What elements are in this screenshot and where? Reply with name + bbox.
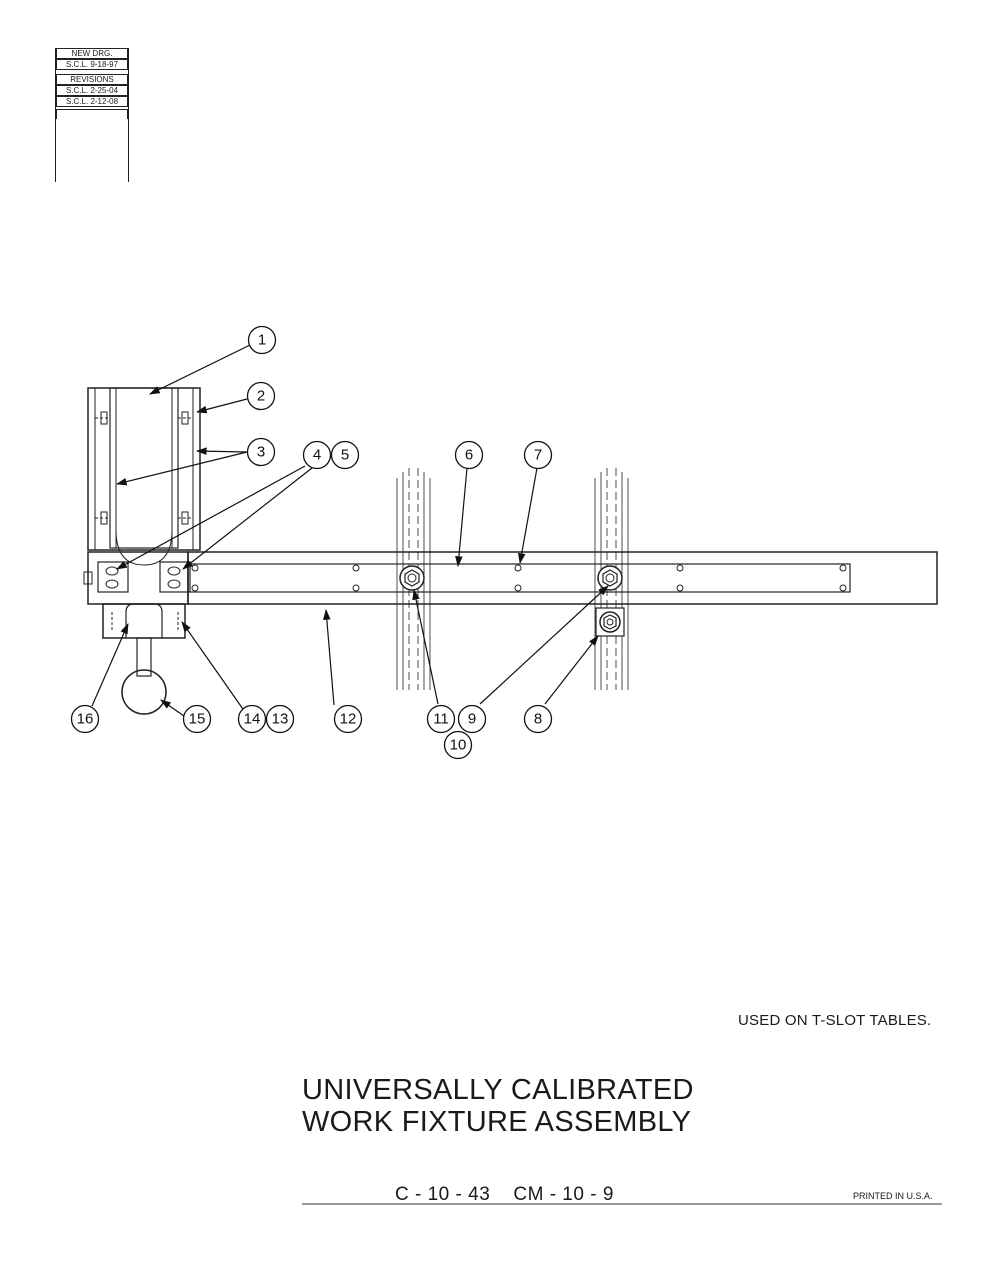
svg-text:16: 16 <box>77 711 94 728</box>
usage-note: USED ON T-SLOT TABLES. <box>738 1012 932 1029</box>
callout-4: 4 <box>302 440 332 470</box>
callout-7: 7 <box>523 440 553 470</box>
callout-6: 6 <box>454 440 484 470</box>
drawing-title: UNIVERSALLY CALIBRATED WORK FIXTURE ASSE… <box>302 1074 694 1138</box>
new-drawing-label: NEW DRG. <box>56 48 128 59</box>
upright-fixture <box>87 387 201 566</box>
revision-block: NEW DRG. S.C.L. 9-18-97 REVISIONS S.C.L.… <box>55 48 129 182</box>
t-bolt-right <box>597 565 623 591</box>
leader-lines <box>91 344 609 717</box>
svg-text:1: 1 <box>258 332 266 349</box>
callout-2: 2 <box>246 381 276 411</box>
svg-text:7: 7 <box>534 447 542 464</box>
callout-1: 1 <box>247 325 277 355</box>
callout-10: 10 <box>443 730 473 760</box>
handle <box>121 637 167 715</box>
base-block <box>83 551 191 639</box>
title-line-2: WORK FIXTURE ASSEMBLY <box>302 1106 692 1138</box>
calibrated-bar <box>187 551 938 605</box>
svg-text:6: 6 <box>465 447 473 464</box>
stop-bolt <box>595 607 625 637</box>
callout-16: 16 <box>70 704 100 734</box>
svg-text:8: 8 <box>534 711 542 728</box>
title-line-1: UNIVERSALLY CALIBRATED <box>302 1074 694 1106</box>
callout-11: 11 <box>426 704 456 734</box>
drawing-number: C - 10 - 43 CM - 10 - 9 <box>395 1184 614 1205</box>
callout-15: 15 <box>182 704 212 734</box>
svg-text:5: 5 <box>341 447 349 464</box>
new-drawing-date: S.C.L. 9-18-97 <box>56 59 128 70</box>
revision-entry-2: S.C.L. 2-12-08 <box>56 96 128 107</box>
callout-14: 14 <box>237 704 267 734</box>
callout-9: 9 <box>457 704 487 734</box>
svg-text:4: 4 <box>313 447 321 464</box>
callout-3: 3 <box>246 437 276 467</box>
callout-8: 8 <box>523 704 553 734</box>
callout-13: 13 <box>265 704 295 734</box>
svg-text:2: 2 <box>257 388 265 405</box>
svg-text:11: 11 <box>433 711 449 728</box>
svg-text:3: 3 <box>257 444 265 461</box>
svg-text:10: 10 <box>450 737 467 754</box>
svg-text:15: 15 <box>189 711 206 728</box>
revisions-label: REVISIONS <box>56 74 128 85</box>
svg-text:13: 13 <box>272 711 289 728</box>
revision-entry-blank <box>56 109 128 119</box>
svg-text:12: 12 <box>340 711 357 728</box>
svg-text:9: 9 <box>468 711 476 728</box>
callout-12: 12 <box>333 704 363 734</box>
printed-in-usa: PRINTED IN U.S.A. <box>853 1191 933 1201</box>
t-bolt-left <box>399 565 425 591</box>
revision-entry-1: S.C.L. 2-25-04 <box>56 85 128 96</box>
callout-5: 5 <box>330 440 360 470</box>
svg-text:14: 14 <box>244 711 261 728</box>
